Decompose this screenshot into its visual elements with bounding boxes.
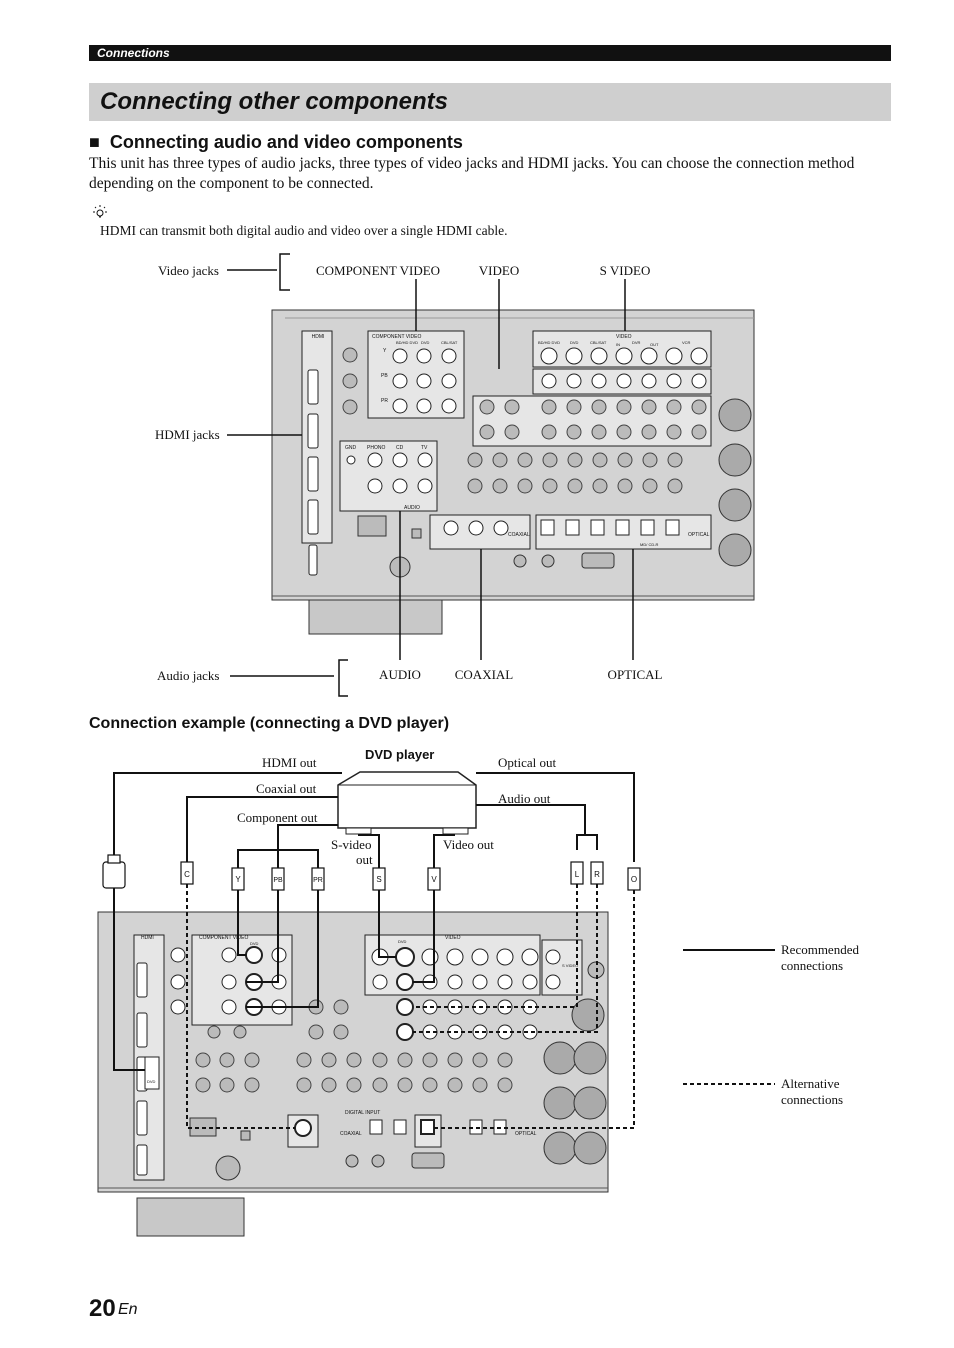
panel-md-cd-r-label: MD/ CD-R: [640, 542, 659, 547]
tip-lightbulb-icon: [93, 205, 107, 218]
plug-pb: PB: [273, 877, 283, 884]
plug-pr: PR: [313, 877, 323, 884]
intro-paragraph: This unit has three types of audio jacks…: [89, 155, 855, 192]
section-heading: ■ Connecting audio and video components: [89, 131, 463, 153]
panel-bd-hd-dvd-label-2: BD/HD DVD: [538, 340, 560, 345]
video-out-label: Video out: [443, 837, 494, 852]
panel2-hdmi-label: HDMI: [141, 935, 154, 941]
plug-c: C: [184, 870, 190, 879]
audio-out-label: Audio out: [498, 791, 551, 806]
plug-letters: C Y PB PR S V L R O: [184, 870, 637, 884]
panel2-coaxial-label: COAXIAL: [340, 1131, 362, 1137]
cables-into-panel: [113, 888, 435, 1071]
page-title: Connecting other components: [100, 88, 448, 115]
legend-alternative-line1: Alternative: [781, 1076, 840, 1091]
panel-pb-label: PB: [381, 373, 388, 379]
panel-video-label: VIDEO: [616, 334, 632, 340]
panel-cbl-sat-label: CBL/SAT: [441, 340, 458, 345]
component-jacks: [392, 348, 457, 414]
plug-r: R: [594, 870, 600, 879]
video-jacks-label: Video jacks: [158, 263, 219, 278]
hdmi-plug-tip: [107, 854, 121, 864]
s-video-out-label-1: S-video: [331, 837, 372, 852]
audio-jacks-label: Audio jacks: [157, 668, 220, 683]
panel2-optical-label: OPTICAL: [515, 1131, 537, 1137]
panel2-dvd-label-hdmi: DVD: [147, 1079, 156, 1084]
panel-gnd-label: GND: [345, 445, 357, 451]
plug-s: S: [376, 875, 381, 884]
plug-o: O: [631, 875, 637, 884]
panel2-component-video-label: COMPONENT VIDEO: [199, 935, 248, 941]
panel-pr-label: PR: [381, 398, 388, 404]
example-heading: Connection example (connecting a DVD pla…: [89, 715, 450, 732]
panel2-dvd-label-video: DVD: [398, 939, 407, 944]
panel-dvr-label: DVR: [632, 340, 641, 345]
plug-v: V: [431, 875, 437, 884]
legend-alternative-line2: connections: [781, 1092, 844, 1107]
component-out-label: Component out: [237, 810, 318, 825]
panel-cbl-sat-label-2: CBL/SAT: [590, 340, 607, 345]
panel-dvd-label: DVD: [421, 340, 430, 345]
hdmi-ports: [307, 369, 319, 576]
legend-recommended-line1: Recommended: [781, 942, 859, 957]
dvd-player: [337, 771, 477, 835]
s-video-out-label-2: out: [356, 852, 373, 867]
coaxial-out-label: Coaxial out: [256, 781, 317, 796]
hdmi-jacks-label: HDMI jacks: [155, 427, 220, 442]
hdmi-out-label: HDMI out: [262, 755, 317, 770]
panel-y-label: Y: [383, 348, 387, 354]
panel-optical-label: OPTICAL: [688, 532, 710, 538]
panel-tv-label: TV: [421, 445, 428, 451]
video-label: VIDEO: [478, 263, 520, 278]
panel-coaxial-label: COAXIAL: [508, 532, 530, 538]
component-video-label: COMPONENT VIDEO: [315, 263, 441, 278]
section-header-bar: Connections: [89, 45, 891, 61]
hdmi-plug: [102, 861, 126, 889]
s-video-label: S VIDEO: [599, 263, 651, 278]
plug-l: L: [575, 870, 580, 879]
optical-label: OPTICAL: [607, 667, 663, 682]
panel2-digital-input-label: DIGITAL INPUT: [345, 1110, 380, 1116]
panel-audio-label: AUDIO: [404, 505, 420, 511]
audio-label: AUDIO: [379, 667, 421, 682]
rear-panel-diagram: HDMI COMPONENT VIDEO BD/HD DVD DVD CBL/S…: [271, 309, 755, 635]
panel-dvd-label-2: DVD: [570, 340, 579, 345]
page-number: 20: [89, 1295, 116, 1322]
title-box: [89, 83, 891, 121]
receiver-panel: HDMI DVD COMPONENT VIDEO DVD VIDEO: [97, 911, 609, 1237]
coaxial-label: COAXIAL: [454, 667, 514, 682]
panel-in-label: IN: [616, 342, 620, 347]
page-lang-suffix: En: [118, 1301, 138, 1318]
panel-out-label: OUT: [650, 342, 659, 347]
section-heading-text: Connecting audio and video components: [109, 132, 463, 152]
recommended-cables: [113, 772, 635, 868]
alternative-cables: [186, 884, 635, 1129]
panel2-video-label: VIDEO: [445, 935, 461, 941]
optical-out-label: Optical out: [498, 755, 557, 770]
panel-bd-hd-dvd-label: BD/HD DVD: [396, 340, 418, 345]
bullet-square-icon: ■: [89, 132, 100, 152]
section-label: Connections: [97, 46, 170, 60]
diagram1-callouts: [227, 253, 634, 697]
panel-phono-label: PHONO: [367, 445, 385, 451]
tip-text: HDMI can transmit both digital audio and…: [100, 223, 508, 238]
panel-component-video-label: COMPONENT VIDEO: [372, 334, 421, 340]
legend-recommended-line2: connections: [781, 958, 844, 973]
panel-cd-label: CD: [396, 445, 404, 451]
panel2-s-video-label: S VIDEO: [562, 963, 578, 968]
panel-hdmi-label: HDMI: [312, 334, 325, 340]
panel2-dvd-label-comp: DVD: [250, 941, 259, 946]
panel-vcr-label: VCR: [682, 340, 691, 345]
dvd-player-label: DVD player: [365, 747, 435, 762]
plug-y: Y: [235, 875, 241, 884]
